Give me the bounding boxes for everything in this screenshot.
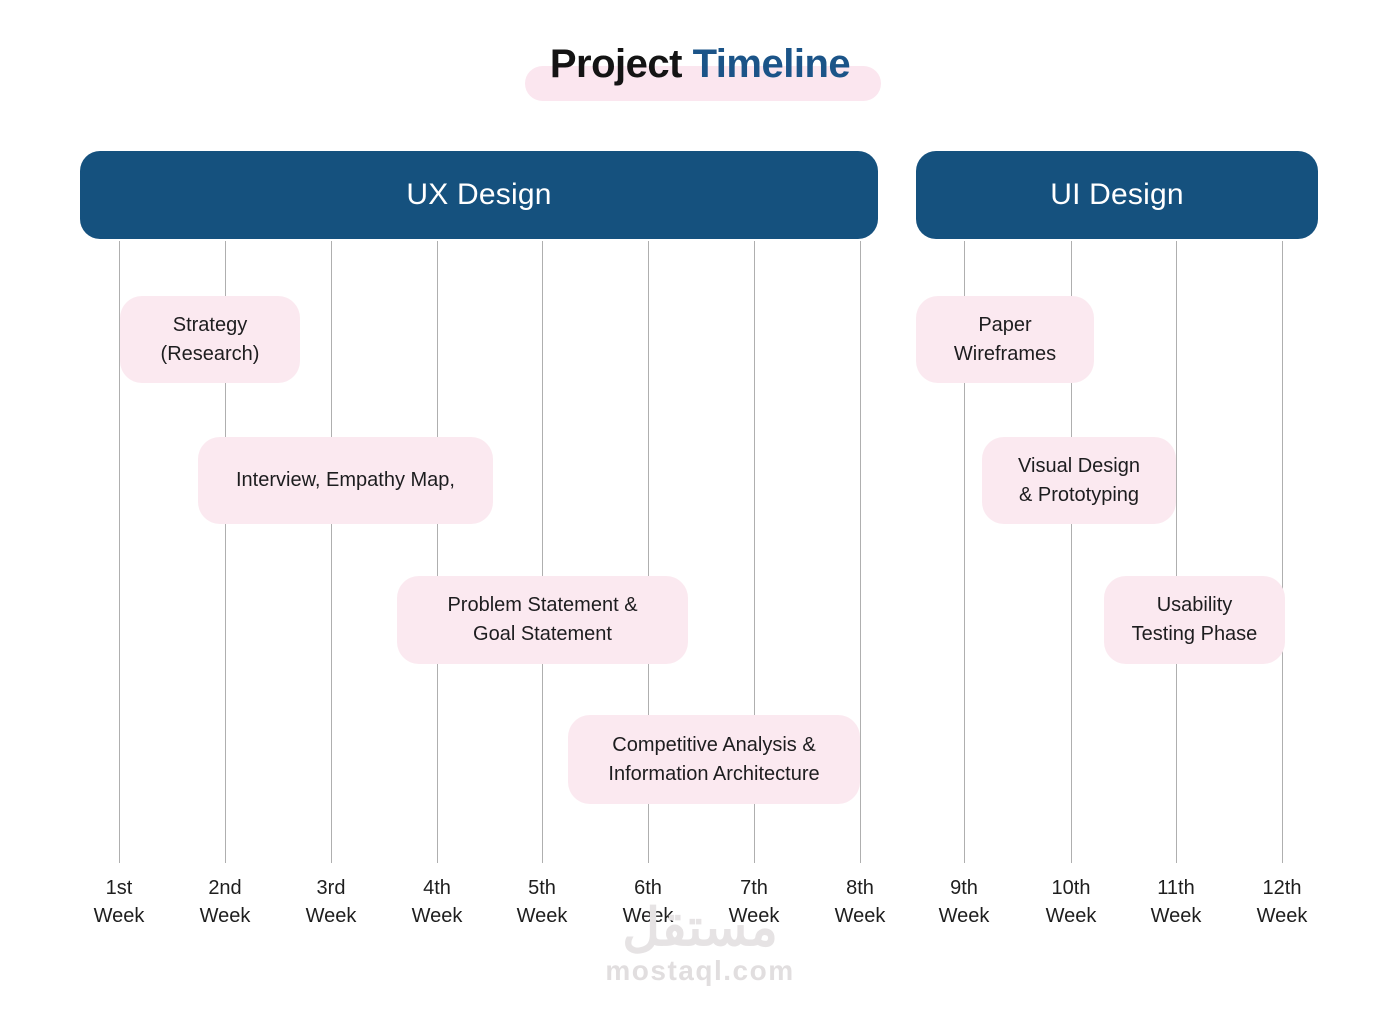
task-label-line: Testing Phase <box>1131 623 1258 645</box>
task-problem-goal-statement: Problem Statement & Goal Statement <box>397 576 688 664</box>
gridline-week-7 <box>754 241 755 863</box>
gridline-week-8 <box>860 241 861 863</box>
task-label-line: (Research) <box>160 342 260 365</box>
task-label-line: Usability <box>1156 594 1233 616</box>
title-highlight-word: Timeline <box>692 42 851 86</box>
task-label-line: Visual Design <box>1018 454 1140 477</box>
task-interview-empathy-map: Interview, Empathy Map, <box>198 437 493 524</box>
task-label-line: Strategy <box>172 313 248 336</box>
task-label-line: Competitive Analysis & <box>612 733 816 756</box>
task-paper-wireframes: Paper Wireframes <box>916 296 1094 383</box>
task-label-line: Interview, Empathy Map, <box>236 469 455 491</box>
task-label-line: Paper <box>978 313 1032 336</box>
task-label-line: Goal Statement <box>473 623 612 645</box>
watermark-domain: mostaql.com <box>605 955 795 986</box>
page-title: Project Timeline <box>0 42 1400 87</box>
title-prefix: Project <box>549 42 683 86</box>
phase-header-ui-design: UI Design <box>916 151 1318 239</box>
gridline-week-12 <box>1282 241 1283 863</box>
gridline-week-11 <box>1176 241 1177 863</box>
task-label-line: Information Architecture <box>608 762 820 785</box>
task-label-line: & Prototyping <box>1018 483 1140 506</box>
gridline-week-5 <box>542 241 543 863</box>
task-strategy-research: Strategy (Research) <box>120 296 300 383</box>
gridline-week-2 <box>225 241 226 863</box>
gridline-week-9 <box>964 241 965 863</box>
task-visual-design-prototyping: Visual Design & Prototyping <box>982 437 1176 524</box>
task-competitive-analysis-ia: Competitive Analysis & Information Archi… <box>568 715 860 804</box>
task-label-line: Wireframes <box>953 342 1057 365</box>
title-highlight-pill <box>525 66 881 101</box>
gridline-week-4 <box>437 241 438 863</box>
gridline-week-10 <box>1071 241 1072 863</box>
task-usability-testing-phase: Usability Testing Phase <box>1104 576 1285 664</box>
phase-header-ux-design: UX Design <box>80 151 878 239</box>
gridline-week-6 <box>648 241 649 863</box>
task-label-line: Problem Statement & <box>447 594 638 616</box>
gridline-week-1 <box>119 241 120 863</box>
gridline-week-3 <box>331 241 332 863</box>
